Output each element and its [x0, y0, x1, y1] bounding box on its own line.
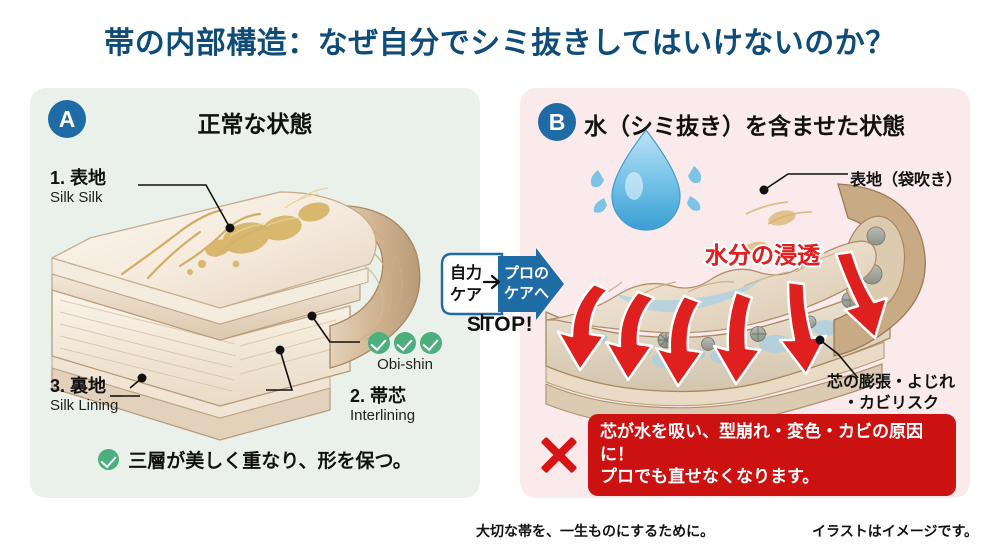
- label-surface-fabric-en: Silk Silk: [50, 188, 103, 206]
- footer-right-text: イラストはイメージです。: [812, 523, 979, 539]
- warning-callout: 芯が水を吸い、型崩れ・変色・カビの原因に！ プロでも直せなくなります。: [536, 413, 956, 497]
- panel-b-title: 水（シミ抜き）を含ませた状態: [584, 113, 906, 139]
- obishin-callout: Obi-shin: [368, 332, 442, 373]
- check-icon: [420, 332, 442, 354]
- warning-line-1: 芯が水を吸い、型崩れ・変色・カビの原因に！: [600, 421, 923, 464]
- label-interlining-jp: 2. 帯芯: [350, 386, 407, 406]
- water-penetration-label: 水分の浸透: [705, 242, 820, 268]
- panel-a-badge: A: [48, 100, 86, 138]
- care-transition-arrow: 自力 ケア プロの ケアへ: [440, 248, 564, 330]
- self-care-line1: 自力: [450, 263, 482, 282]
- label-interlining-en: Interlining: [350, 406, 416, 424]
- warning-box: 芯が水を吸い、型崩れ・変色・カビの原因に！ プロでも直せなくなります。: [588, 413, 956, 497]
- check-icon: [98, 449, 120, 470]
- panel-wet-state: B 水（シミ抜き）を含ませた状態 表地（袋吹き） 芯の膨張・よじれ ・カビリスク…: [520, 88, 970, 498]
- panel-a-note: 三層が美しく重なり、形を保つ。: [30, 446, 480, 473]
- page-title: 帯の内部構造：なぜ自分でシミ抜きしてはいけないのか？: [104, 27, 896, 60]
- label-core-damage-line1: 芯の膨張・よじれ: [826, 374, 955, 391]
- obishin-check-group: [368, 332, 442, 354]
- x-mark-icon: [536, 433, 580, 477]
- panel-b-badge: B: [538, 103, 576, 141]
- self-care-line2: ケア: [450, 286, 482, 304]
- label-surface-fabric-wet: 表地（袋吹き）: [850, 172, 963, 189]
- panel-a-title: 正常な状態: [197, 111, 313, 137]
- footer-left-text: 大切な帯を、一生ものにするために。: [476, 523, 715, 539]
- label-lining-jp: 3. 裏地: [50, 376, 107, 396]
- label-surface-fabric: 1. 表地 Silk Silk: [50, 168, 106, 207]
- label-lining-en: Silk Lining: [50, 396, 119, 414]
- label-lining: 3. 裏地 Silk Lining: [50, 376, 118, 415]
- obi-normal-illustration: [50, 184, 421, 441]
- obishin-caption: Obi-shin: [377, 356, 433, 373]
- panel-normal-state: A 正常な状態 1. 表地 Silk Silk 3. 裏地 Silk Linin…: [30, 88, 480, 498]
- obi-wet-illustration: [545, 129, 926, 429]
- check-icon: [394, 332, 416, 354]
- label-core-damage: 芯の膨張・よじれ ・カビリスク: [816, 373, 966, 415]
- label-interlining: 2. 帯芯 Interlining: [350, 386, 415, 425]
- right-arrow-icon: [482, 274, 501, 290]
- pro-care-line1: プロの: [504, 265, 549, 282]
- label-core-damage-line2: ・カビリスク: [842, 394, 939, 412]
- water-penetration-label-stroke: 水分の浸透: [703, 240, 822, 270]
- warning-line-2: プロでも直せなくなります。: [600, 467, 820, 487]
- check-icon: [368, 332, 390, 354]
- label-surface-fabric-jp: 1. 表地: [50, 168, 107, 188]
- pro-care-line2: ケアへ: [504, 285, 549, 302]
- panel-a-note-text: 三層が美しく重なり、形を保つ。: [128, 451, 412, 472]
- stop-text: STOP!: [466, 313, 534, 336]
